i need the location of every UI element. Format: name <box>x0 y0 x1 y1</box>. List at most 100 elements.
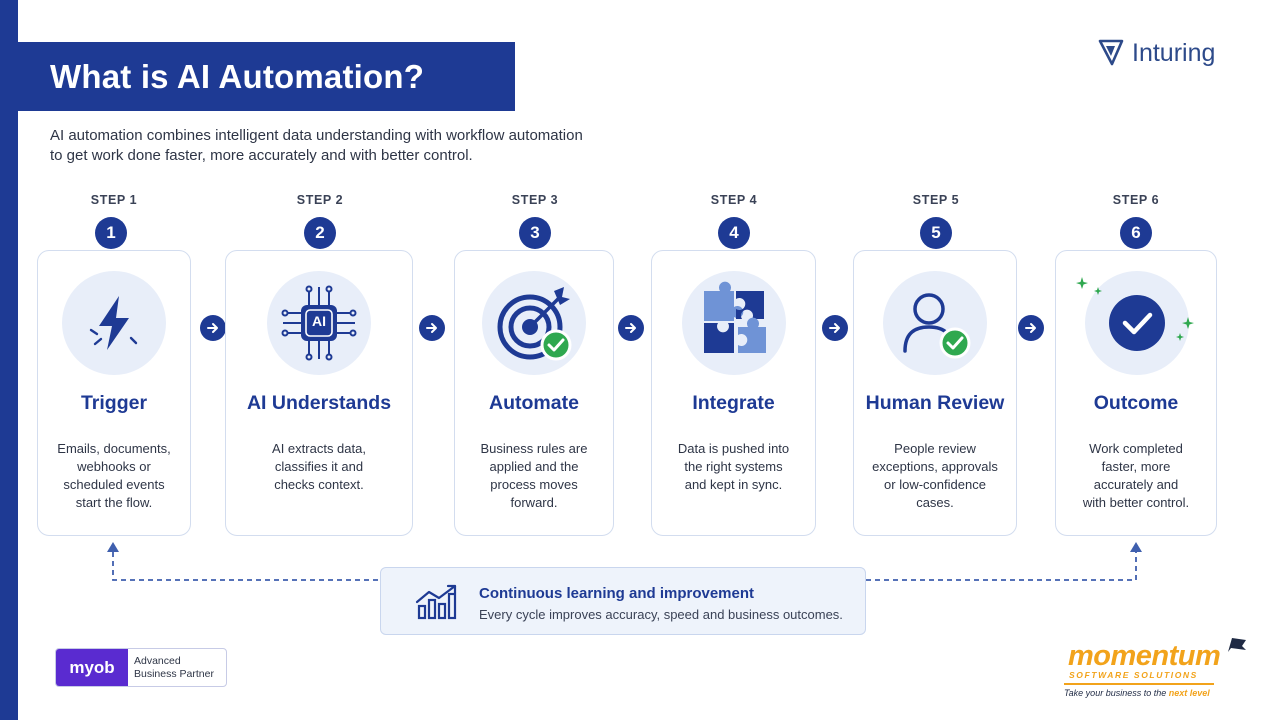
flow-arrow-2 <box>419 315 445 341</box>
outcome-icon-disc <box>1085 271 1189 375</box>
step-1-badge: 1 <box>95 217 127 249</box>
myob-partner-badge: myob Advanced Business Partner <box>55 648 227 687</box>
step-card-automate: Automate Business rules are applied and … <box>454 250 614 536</box>
step-2-badge: 2 <box>304 217 336 249</box>
sparkle-icon <box>1176 317 1194 341</box>
ai-chip-label: AI <box>312 313 326 329</box>
user-check-icon <box>903 293 971 359</box>
ai-chip-icon <box>281 285 357 361</box>
step-5-badge: 5 <box>920 217 952 249</box>
step-4-desc-line: Data is pushed into <box>677 441 790 456</box>
step-1-desc: Emails, documents, webhooks or scheduled… <box>52 440 176 512</box>
intro-line-2: to get work done faster, more accurately… <box>50 147 473 164</box>
arrow-right-icon <box>426 323 437 333</box>
step-5-desc-line: exceptions, approvals <box>872 459 998 474</box>
step-6-desc-line: faster, more <box>1101 459 1171 474</box>
review-icon-disc <box>883 271 987 375</box>
learning-subtitle: Every cycle improves accuracy, speed and… <box>479 607 843 622</box>
step-3-label: STEP 3 <box>511 193 559 207</box>
momentum-underline <box>1064 683 1214 685</box>
step-5-desc-line: or low-confidence <box>884 477 986 492</box>
brand-name: Inturing <box>1132 38 1216 67</box>
myob-partner-text: Advanced Business Partner <box>128 649 214 686</box>
momentum-logo: momentum SOFTWARE SOLUTIONS Take your bu… <box>1060 634 1260 704</box>
step-1-desc-line: scheduled events <box>63 477 165 492</box>
step-2-desc-line: AI extracts data, <box>272 441 366 456</box>
step-6-badge: 6 <box>1120 217 1152 249</box>
page-title: What is AI Automation? <box>50 57 425 95</box>
momentum-wordmark: momentum <box>1068 640 1221 672</box>
arrow-right-icon <box>625 323 636 333</box>
flow-arrow-5 <box>1018 315 1044 341</box>
step-4-desc-line: the right systems <box>684 459 783 474</box>
myob-line-2: Business Partner <box>134 668 214 680</box>
flow-arrow-4 <box>822 315 848 341</box>
step-2-label: STEP 2 <box>296 193 344 207</box>
step-3-desc: Business rules are applied and the proce… <box>469 440 599 512</box>
step-1-label: STEP 1 <box>90 193 138 207</box>
step-6-label: STEP 6 <box>1112 193 1160 207</box>
flag-icon <box>1228 638 1246 652</box>
title-band: What is AI Automation? <box>18 42 515 111</box>
integrate-icon-disc <box>682 271 786 375</box>
step-3-desc-line: Business rules are <box>480 441 588 456</box>
step-2-desc-line: classifies it and <box>274 459 364 474</box>
step-4-desc-line: and kept in sync. <box>684 477 783 492</box>
sparkle-icon <box>1076 277 1102 295</box>
step-2-title: AI Understands <box>246 392 392 414</box>
intro-text: AI automation combines intelligent data … <box>50 126 610 166</box>
step-2-desc: AI extracts data, classifies it and chec… <box>240 440 398 494</box>
left-accent-bar <box>0 0 18 720</box>
step-card-outcome: Outcome Work completed faster, more accu… <box>1055 250 1217 536</box>
step-5-desc-line: cases. <box>916 495 954 510</box>
check-circle-icon <box>1109 295 1165 351</box>
ai-icon-disc <box>267 271 371 375</box>
step-6-desc: Work completed faster, more accurately a… <box>1070 440 1202 512</box>
step-card-integrate: Integrate Data is pushed into the right … <box>651 250 816 536</box>
step-6-desc-line: accurately and <box>1093 477 1179 492</box>
myob-line-1: Advanced <box>134 655 181 667</box>
flow-arrow-3 <box>618 315 644 341</box>
step-6-desc-line: Work completed <box>1089 441 1183 456</box>
step-4-badge: 4 <box>718 217 750 249</box>
step-1-desc-line: Emails, documents, <box>57 441 171 456</box>
step-3-desc-line: process moves <box>490 477 578 492</box>
step-card-human-review: Human Review People review exceptions, a… <box>853 250 1017 536</box>
step-5-desc: People review exceptions, approvals or l… <box>868 440 1002 512</box>
step-4-title: Integrate <box>692 392 775 414</box>
arrow-right-icon <box>829 323 840 333</box>
trigger-icon-disc <box>62 271 166 375</box>
step-5-title: Human Review <box>865 392 1005 414</box>
lightning-icon <box>89 296 138 350</box>
step-6-desc-line: with better control. <box>1082 495 1190 510</box>
step-card-trigger: Trigger Emails, documents, webhooks or s… <box>37 250 191 536</box>
step-3-badge: 3 <box>519 217 551 249</box>
puzzle-icon <box>704 281 766 353</box>
step-card-ai-understands: AI AI Understands AI extracts data, clas… <box>225 250 413 536</box>
step-1-desc-line: webhooks or <box>77 459 151 474</box>
brand-logo: Inturing <box>1098 38 1215 68</box>
arrow-right-icon <box>207 323 218 333</box>
momentum-tagline: Take your business to the next level <box>1064 688 1210 698</box>
step-3-title: Automate <box>489 392 579 414</box>
continuous-learning-box: Continuous learning and improvement Ever… <box>380 567 866 635</box>
step-3-desc-line: applied and the <box>489 459 579 474</box>
flow-arrow-1 <box>200 315 226 341</box>
target-check-icon <box>497 287 572 361</box>
automate-icon-disc <box>482 271 586 375</box>
learning-title: Continuous learning and improvement <box>479 585 755 602</box>
intro-line-1: AI automation combines intelligent data … <box>50 127 583 144</box>
momentum-subtitle: SOFTWARE SOLUTIONS <box>1069 670 1198 680</box>
step-1-title: Trigger <box>80 392 148 414</box>
growth-chart-icon <box>415 584 457 620</box>
step-6-title: Outcome <box>1093 392 1179 414</box>
step-1-desc-line: start the flow. <box>75 495 153 510</box>
arrow-right-icon <box>1025 323 1036 333</box>
inturing-logo-icon <box>1098 39 1124 66</box>
step-2-desc-line: checks context. <box>274 477 364 492</box>
step-5-desc-line: People review <box>894 441 976 456</box>
step-5-label: STEP 5 <box>912 193 960 207</box>
step-4-desc: Data is pushed into the right systems an… <box>666 440 801 494</box>
myob-logo: myob <box>56 649 128 686</box>
